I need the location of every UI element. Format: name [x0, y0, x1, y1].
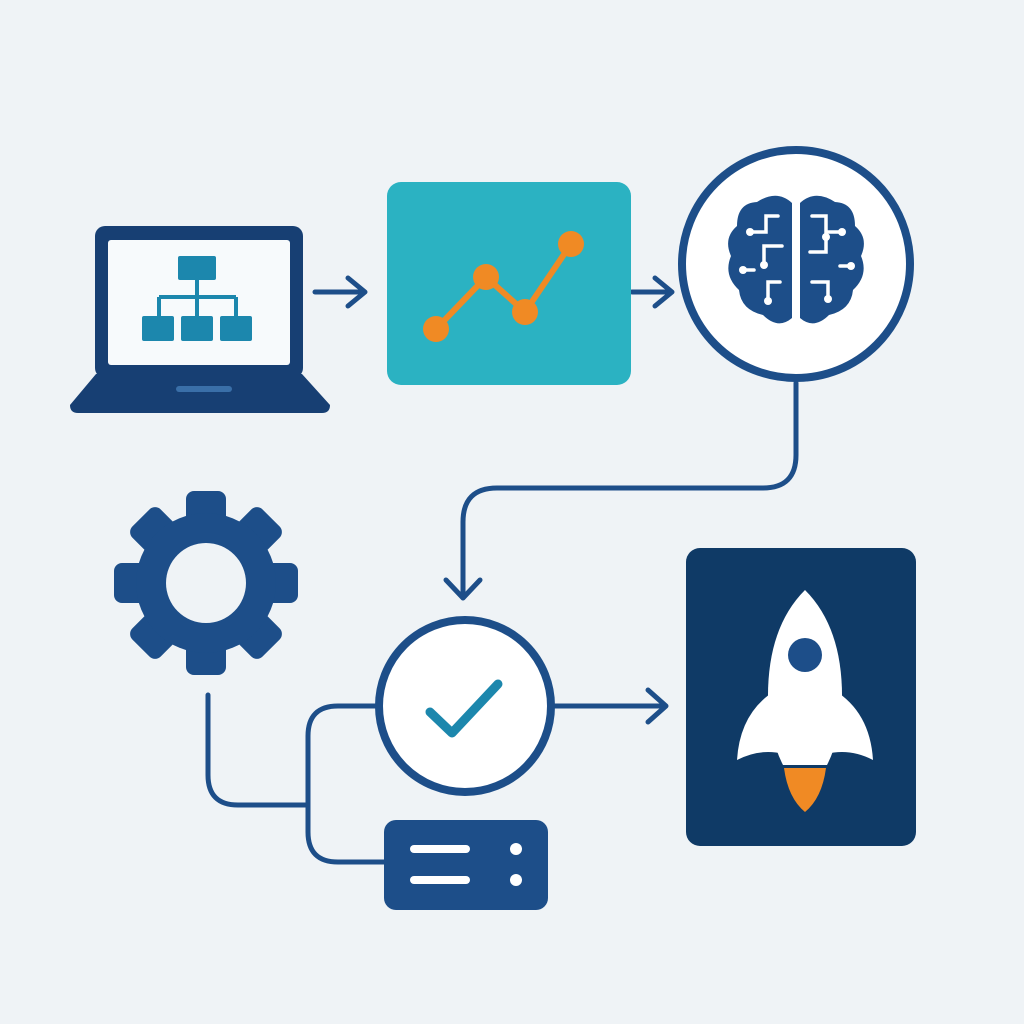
- checkmark-icon: [425, 679, 503, 738]
- hierarchy-icon: [142, 256, 252, 341]
- gear-icon: [114, 491, 298, 675]
- connector-settings-to-server: [205, 692, 311, 808]
- connector-server-to-validation: [305, 703, 387, 865]
- connector-ai-to-validation: [443, 380, 799, 601]
- server-icon: [384, 820, 548, 910]
- brain-icon: [728, 195, 864, 324]
- analytics-panel: [387, 182, 631, 385]
- connector-laptop-to-analytics: [312, 275, 368, 309]
- ai-node: [678, 146, 914, 382]
- laptop-hierarchy-icon: [70, 226, 330, 413]
- validation-node: [375, 616, 555, 796]
- line-chart-icon: [423, 231, 584, 342]
- deployment-panel: [686, 548, 916, 846]
- connector-validation-to-deployment: [552, 687, 669, 725]
- rocket-icon: [737, 590, 873, 812]
- connector-analytics-to-ai: [629, 275, 675, 309]
